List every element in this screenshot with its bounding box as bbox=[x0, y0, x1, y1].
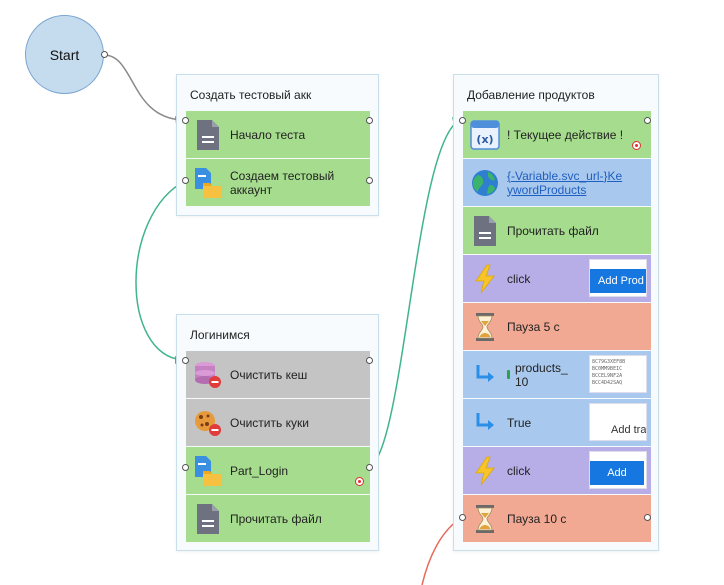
input-port[interactable] bbox=[182, 464, 189, 471]
action-part-login[interactable]: Part_Login bbox=[186, 447, 370, 494]
preview-button-text: Add bbox=[590, 461, 644, 485]
svg-text:(x): (x) bbox=[476, 133, 493, 146]
action-label: Создаем тестовый аккаунт bbox=[230, 168, 335, 197]
group-add-products[interactable]: Добавление продуктов (x) ! Текущее дейст… bbox=[453, 74, 659, 551]
action-label: Прочитать файл bbox=[230, 511, 322, 526]
output-port[interactable] bbox=[644, 514, 651, 521]
arrow-right-icon bbox=[463, 351, 507, 398]
group-create-test-account[interactable]: Создать тестовый акк Начало теста Создае… bbox=[176, 74, 379, 216]
action-products-10[interactable]: products_10 8C79G3XEF8B BC0MM9BEIC BCCEL… bbox=[463, 351, 651, 398]
action-click-add-product[interactable]: click Add Prod bbox=[463, 255, 651, 302]
wire-login-to-products bbox=[368, 119, 461, 469]
action-label: products_10 bbox=[515, 360, 568, 389]
action-label: Очистить куки bbox=[230, 415, 309, 430]
document-icon bbox=[186, 495, 230, 542]
error-port[interactable] bbox=[182, 177, 189, 184]
start-label: Start bbox=[49, 46, 80, 63]
wire-start-to-create bbox=[103, 54, 184, 121]
preview-text: Add tra bbox=[611, 424, 647, 436]
element-preview-thumbnail: Add tra bbox=[589, 403, 647, 441]
action-clear-cookies[interactable]: Очистить куки bbox=[186, 399, 370, 446]
output-port[interactable] bbox=[366, 357, 373, 364]
element-preview-thumbnail: Add bbox=[589, 451, 647, 489]
output-port[interactable] bbox=[366, 117, 373, 124]
text-cursor-icon bbox=[507, 370, 510, 379]
output-port[interactable] bbox=[366, 177, 373, 184]
action-label: click bbox=[507, 463, 531, 478]
document-icon bbox=[463, 207, 507, 254]
document-icon bbox=[186, 111, 230, 158]
action-start-test[interactable]: Начало теста bbox=[186, 111, 370, 158]
error-port[interactable] bbox=[632, 141, 641, 150]
action-label: click bbox=[507, 271, 531, 286]
action-label: ! Текущее действие ! bbox=[507, 127, 624, 142]
group-login[interactable]: Логинимся Очистить кеш Очистить куки Par… bbox=[176, 314, 379, 551]
start-node[interactable]: Start bbox=[25, 15, 104, 94]
input-port[interactable] bbox=[459, 117, 466, 124]
action-navigate-url[interactable]: {-Variable.svc_url-}KeywordProducts bbox=[463, 159, 651, 206]
action-label: Пауза 5 с bbox=[507, 319, 560, 334]
clear-cache-icon bbox=[186, 351, 230, 398]
element-preview-thumbnail: Add Prod bbox=[589, 259, 647, 297]
input-port[interactable] bbox=[459, 514, 466, 521]
action-pause-10s[interactable]: Пауза 10 с bbox=[463, 495, 651, 542]
lightning-icon bbox=[463, 447, 507, 494]
hourglass-icon bbox=[463, 495, 507, 542]
action-clear-cache[interactable]: Очистить кеш bbox=[186, 351, 370, 398]
input-port[interactable] bbox=[182, 357, 189, 364]
action-read-file[interactable]: Прочитать файл bbox=[186, 495, 370, 542]
error-port[interactable] bbox=[355, 477, 364, 486]
folder-file-icon bbox=[186, 447, 230, 494]
input-port[interactable] bbox=[182, 117, 189, 124]
action-label: Пауза 10 с bbox=[507, 511, 567, 526]
action-label: Part_Login bbox=[230, 463, 289, 478]
action-current-step[interactable]: (x) ! Текущее действие ! bbox=[463, 111, 651, 158]
action-read-file[interactable]: Прочитать файл bbox=[463, 207, 651, 254]
clear-cookies-icon bbox=[186, 399, 230, 446]
hourglass-icon bbox=[463, 303, 507, 350]
action-label: Прочитать файл bbox=[507, 223, 599, 238]
globe-icon bbox=[463, 159, 507, 206]
action-label: Очистить кеш bbox=[230, 367, 308, 382]
group-title: Создать тестовый акк bbox=[190, 88, 312, 102]
action-pause-5s[interactable]: Пауза 5 с bbox=[463, 303, 651, 350]
folder-file-icon bbox=[186, 159, 230, 206]
preview-text: 8C79G3XEF8B BC0MM9BEIC BCCEL9NF2A BCC4D4… bbox=[592, 359, 626, 386]
action-create-account[interactable]: Создаем тестовый аккаунт bbox=[186, 159, 370, 206]
action-label: Начало теста bbox=[230, 127, 306, 142]
variable-icon: (x) bbox=[463, 111, 507, 158]
element-preview-thumbnail: 8C79G3XEF8B BC0MM9BEIC BCCEL9NF2A BCC4D4… bbox=[589, 355, 647, 393]
output-port[interactable] bbox=[366, 464, 373, 471]
group-title: Логинимся bbox=[190, 328, 250, 342]
preview-button-text: Add Prod bbox=[590, 269, 646, 293]
group-title: Добавление продуктов bbox=[467, 88, 595, 102]
output-port[interactable] bbox=[644, 117, 651, 124]
action-click-add[interactable]: click Add bbox=[463, 447, 651, 494]
action-label: True bbox=[507, 415, 532, 430]
action-true[interactable]: True Add tra bbox=[463, 399, 651, 446]
arrow-right-icon bbox=[463, 399, 507, 446]
start-output-port[interactable] bbox=[101, 51, 108, 58]
action-label-link[interactable]: {-Variable.svc_url-}KeywordProducts bbox=[507, 168, 623, 197]
lightning-icon bbox=[463, 255, 507, 302]
